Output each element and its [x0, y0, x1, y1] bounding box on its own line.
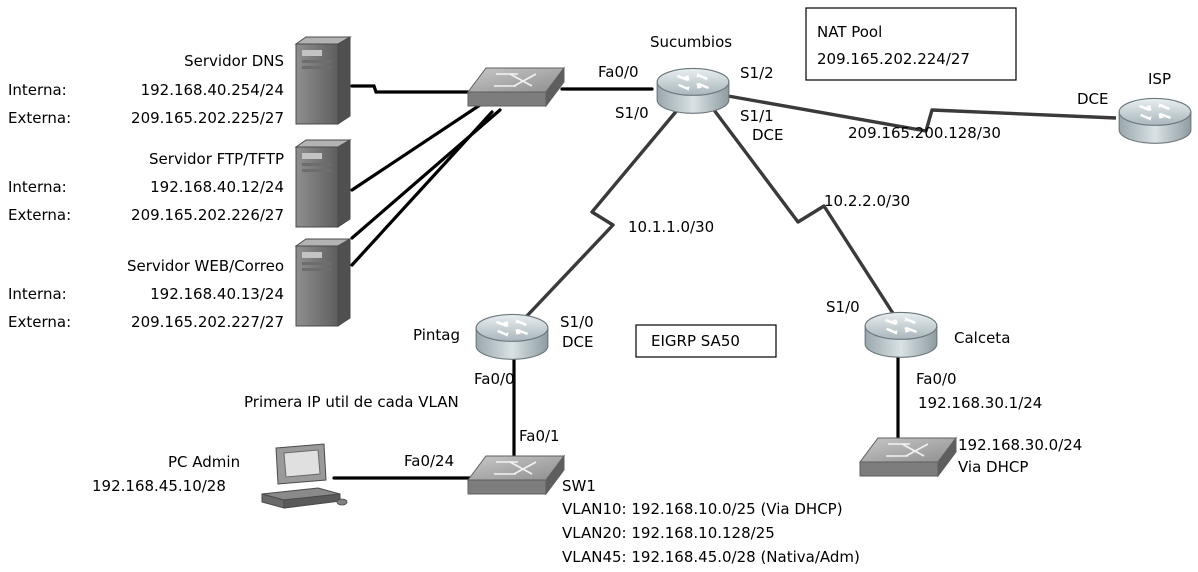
cable-dns-switch: [350, 84, 478, 94]
pc-admin-name: PC Admin: [168, 453, 240, 471]
sucumbios-s10-label: S1/0: [615, 104, 649, 122]
pc-admin-icon[interactable]: [261, 443, 348, 509]
sucumbios-s11-dce-label: DCE: [752, 126, 784, 144]
pintag-dce-label: DCE: [562, 333, 594, 351]
web-server-interna-label: Interna:: [8, 285, 67, 303]
web-server-interna-ip: 192.168.40.13/24: [150, 285, 284, 303]
nat-pool-range: 209.165.202.224/27: [817, 50, 970, 68]
calceta-name: Calceta: [954, 329, 1010, 347]
isp-name: ISP: [1148, 70, 1171, 88]
web-server-externa-ip: 209.165.202.227/27: [131, 313, 284, 331]
dns-server-icon[interactable]: [295, 36, 351, 125]
vlan10-line: VLAN10: 192.168.10.0/25 (Via DHCP): [562, 500, 843, 518]
sw1-switch-icon[interactable]: [467, 455, 565, 495]
serial-sucumbios-pintag: [523, 100, 686, 320]
cables: [332, 84, 654, 480]
calceta-lan-switch-icon[interactable]: [859, 437, 957, 477]
ftp-server-externa-ip: 209.165.202.226/27: [131, 206, 284, 224]
dns-server-name: Servidor DNS: [184, 52, 284, 70]
sucumbios-s12-label: S1/2: [740, 64, 774, 82]
eigrp-box: [635, 324, 777, 358]
pintag-link-network: 10.1.1.0/30: [628, 218, 714, 236]
ftp-server-name: Servidor FTP/TFTP: [149, 150, 284, 168]
vlan45-line: VLAN45: 192.168.45.0/28 (Nativa/Adm): [562, 548, 860, 566]
serial-sucumbios-calceta: [712, 108, 898, 319]
isp-router-icon[interactable]: [1117, 97, 1193, 145]
nat-pool-title: NAT Pool: [817, 23, 882, 41]
sucumbios-router-icon[interactable]: [655, 67, 731, 115]
calceta-s10-label: S1/0: [826, 298, 860, 316]
calceta-fa00-label: Fa0/0: [916, 370, 957, 388]
pintag-fa00-label: Fa0/0: [474, 370, 515, 388]
vlan20-line: VLAN20: 192.168.10.128/25: [562, 524, 775, 542]
nat-pool-box: [805, 7, 1017, 81]
sw1-fa024-label: Fa0/24: [404, 452, 454, 470]
calceta-router-icon[interactable]: [863, 311, 939, 359]
ftp-server-interna-ip: 192.168.40.12/24: [150, 178, 284, 196]
pintag-gateway-note: Primera IP util de cada VLAN: [244, 393, 459, 411]
web-server-icon[interactable]: [295, 238, 351, 327]
web-server-name: Servidor WEB/Correo: [127, 257, 284, 275]
sw1-fa01-label: Fa0/1: [519, 427, 560, 445]
calceta-link-network: 10.2.2.0/30: [824, 192, 910, 210]
pintag-s10-label: S1/0: [560, 313, 594, 331]
sucumbios-s11-label: S1/1: [740, 107, 774, 125]
dns-server-externa-label: Externa:: [8, 109, 71, 127]
pintag-router-icon[interactable]: [474, 313, 550, 361]
calceta-lan-network: 192.168.30.0/24: [958, 436, 1082, 454]
cable-web2-switch: [350, 110, 494, 267]
calceta-lan-note: Via DHCP: [958, 458, 1028, 476]
core-switch-icon[interactable]: [467, 67, 565, 107]
dns-server-externa-ip: 209.165.202.225/27: [131, 109, 284, 127]
pintag-name: Pintag: [413, 326, 460, 344]
dns-server-interna-ip: 192.168.40.254/24: [141, 81, 284, 99]
web-server-externa-label: Externa:: [8, 313, 71, 331]
calceta-fa00-ip: 192.168.30.1/24: [918, 394, 1042, 412]
isp-dce-label: DCE: [1077, 90, 1109, 108]
serial-sucumbios-isp: [727, 94, 1117, 133]
dns-server-interna-label: Interna:: [8, 81, 67, 99]
eigrp-label: EIGRP SA50: [651, 332, 740, 350]
ftp-server-interna-label: Interna:: [8, 178, 67, 196]
cable-ftp-switch: [350, 103, 482, 192]
sw1-name: SW1: [562, 477, 596, 495]
isp-link-network: 209.165.200.128/30: [848, 124, 1001, 142]
sucumbios-fa00-label: Fa0/0: [598, 63, 639, 81]
ftp-server-icon[interactable]: [295, 139, 351, 228]
ftp-server-externa-label: Externa:: [8, 206, 71, 224]
sucumbios-name: Sucumbios: [650, 33, 732, 51]
pc-admin-ip: 192.168.45.10/28: [92, 477, 226, 495]
